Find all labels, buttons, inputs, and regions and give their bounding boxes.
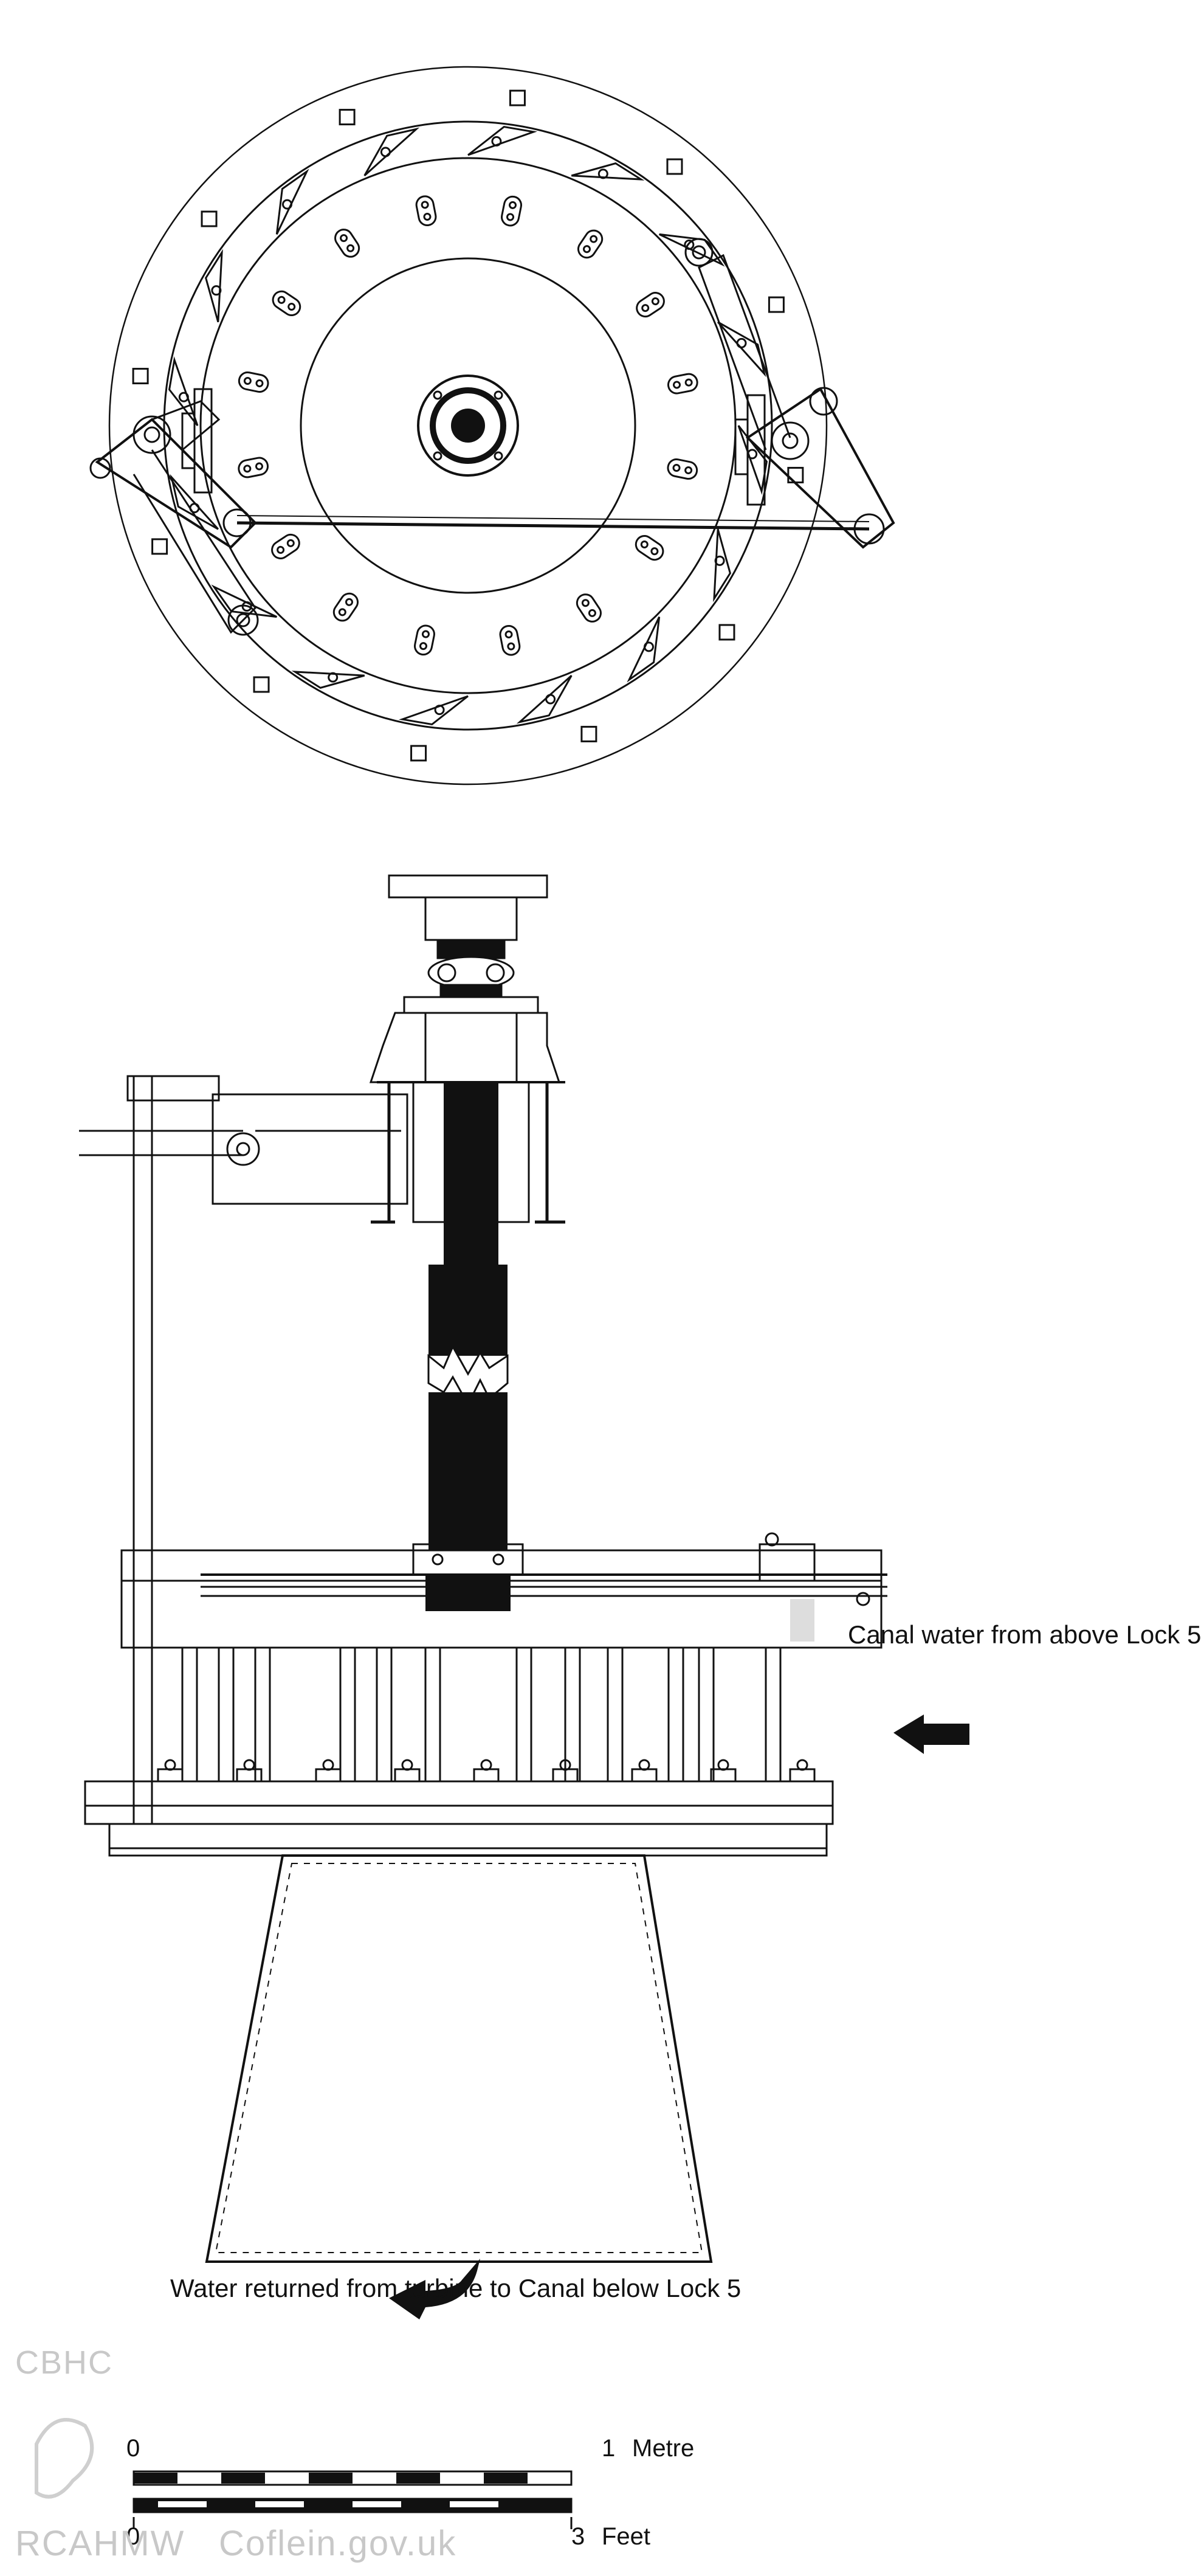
canal-water-line-2: from above Lock 5 [991, 1620, 1201, 1649]
water-returned-line-2: from turbine to [346, 2274, 512, 2302]
inlet-arrow [893, 1714, 969, 1754]
imperial-end: 3 [571, 2523, 585, 2550]
elevation-view [79, 874, 887, 2263]
water-returned-line-3: Canal below Lock 5 [518, 2274, 742, 2302]
plan-view [89, 66, 895, 786]
metric-end: 1 [602, 2435, 616, 2462]
imperial-unit: Feet [602, 2523, 651, 2550]
canal-water-label: Canal water from above Lock 5 [848, 1620, 1201, 1649]
imperial-zero: 0 [126, 2523, 140, 2550]
watermark-rcahmw: RCAHMW [15, 2524, 185, 2563]
dragon-watermark [35, 2418, 94, 2499]
canal-water-line-1: Canal water [848, 1620, 985, 1649]
metric-zero: 0 [126, 2435, 140, 2462]
scale-bars [132, 2470, 573, 2529]
watermark-site: Coflein.gov.uk [219, 2524, 457, 2563]
water-returned-line-1: Water returned [170, 2274, 340, 2302]
turbine-drawing [35, 66, 969, 2529]
metric-unit: Metre [632, 2435, 695, 2462]
outlet-arrow [389, 2259, 480, 2319]
watermark-cbhc: CBHC [15, 2344, 114, 2381]
water-returned-label: Water returned from turbine to Canal bel… [170, 2274, 741, 2303]
